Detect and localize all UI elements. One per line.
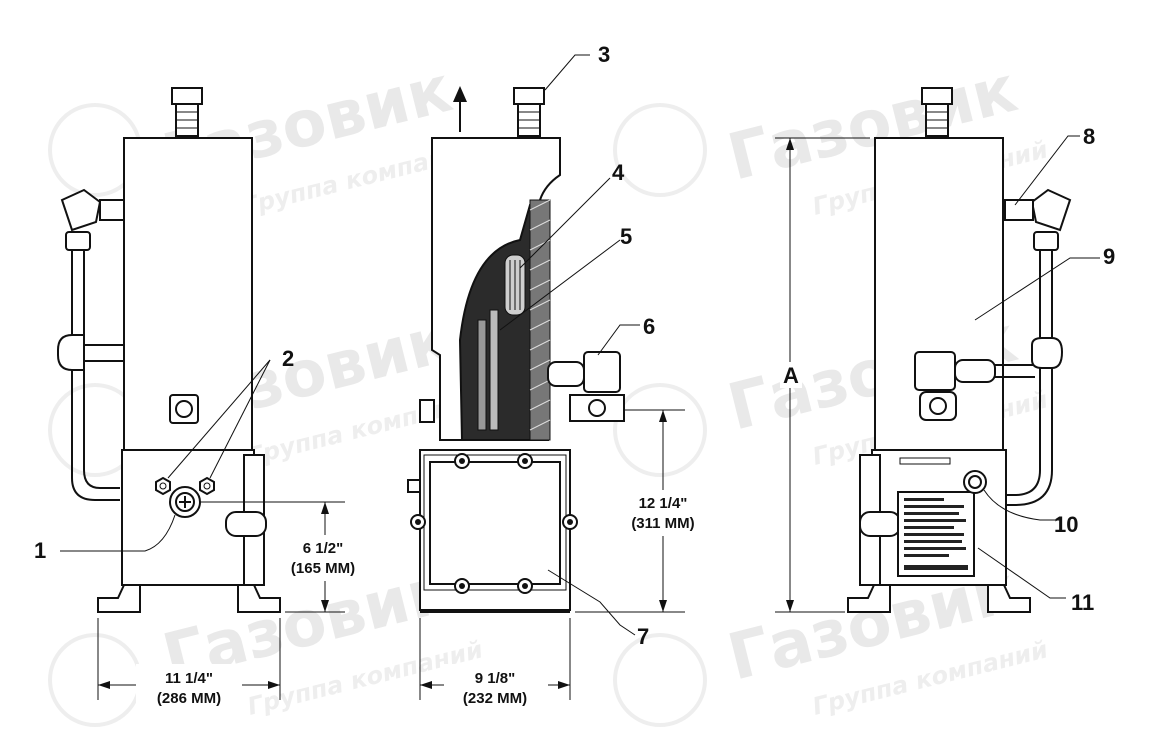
valve-body	[569, 394, 625, 422]
dim-width-mid-mm: (232 MM)	[463, 690, 527, 707]
solenoid-valve-right	[914, 351, 956, 391]
callout-5: 5	[620, 224, 632, 249]
dim-label-bg	[780, 362, 802, 388]
nut-icon	[199, 476, 215, 496]
valve-coupling-right	[954, 359, 996, 383]
side-bolt	[419, 399, 435, 423]
valve-body-right	[919, 391, 957, 421]
middle-cutaway-view	[407, 86, 625, 613]
left-side-view	[57, 87, 281, 613]
callout-10: 10	[1054, 512, 1078, 537]
dim-overall-height: A	[783, 363, 799, 388]
tube-element	[489, 309, 499, 431]
top-fitting-left	[171, 87, 203, 105]
dim-label-bg	[136, 664, 242, 712]
nut-icon	[155, 476, 171, 496]
flame-arrester-element	[529, 199, 551, 441]
pipe-coupling-icon	[65, 231, 91, 251]
side-nut	[407, 479, 421, 493]
dim-height-outlet: 12 1/4"	[639, 495, 688, 512]
top-fitting-right	[921, 87, 953, 105]
pipe-bulb-icon	[57, 334, 85, 371]
strainer-nut-right	[1004, 199, 1034, 221]
pipe-right	[1005, 250, 1041, 496]
flow-arrow-icon	[453, 86, 467, 102]
leader-lines	[60, 54, 1100, 636]
gauge-port-icon	[963, 470, 987, 494]
dim-height-inlet: 6 1/2"	[303, 540, 343, 557]
callout-7: 7	[637, 624, 649, 649]
access-cover-plate	[429, 461, 561, 585]
callout-1: 1	[34, 538, 46, 563]
callout-2: 2	[282, 346, 294, 371]
callout-8: 8	[1083, 124, 1095, 149]
dim-width-mid: 9 1/8"	[475, 670, 515, 687]
callout-labels: 1 2 3 4 5 6 7 8 9 10 11	[34, 42, 1115, 649]
valve-coupling	[547, 361, 585, 387]
pipe-coupling-right-icon	[1033, 231, 1059, 251]
dim-label-bg	[278, 535, 374, 581]
dim-width-left: 11 1/4"	[165, 670, 213, 687]
label-strip	[899, 457, 951, 465]
solenoid-valve-icon	[583, 351, 621, 393]
callout-4: 4	[612, 160, 625, 185]
y-strainer-right-icon	[1030, 188, 1072, 232]
dim-height-inlet-mm: (165 MM)	[291, 560, 355, 577]
callout-9: 9	[1103, 244, 1115, 269]
top-fitting-mid	[513, 87, 545, 105]
dim-height-outlet-mm: (311 MM)	[631, 515, 694, 532]
foot-right-r	[987, 584, 1031, 613]
strainer-nut	[99, 199, 125, 221]
drain-plug-icon	[169, 394, 199, 424]
dim-label-bg	[612, 490, 714, 536]
pipe-bulb-right-icon	[1031, 337, 1064, 369]
dimension-labels: 11 1/4" (286 MM) 6 1/2" (165 MM) 9 1/8" …	[136, 362, 802, 712]
bracket-clamp	[225, 511, 267, 537]
y-strainer-icon	[60, 188, 102, 232]
foot-right	[237, 584, 281, 613]
callout-6: 6	[643, 314, 655, 339]
dim-width-left-mm: (286 MM)	[157, 690, 221, 707]
dim-label-bg	[444, 664, 548, 712]
nameplate-text-lines	[904, 498, 968, 570]
callout-11: 11	[1071, 590, 1094, 615]
pipe-left	[71, 248, 120, 501]
bracket-clamp-r	[859, 511, 901, 537]
pipe-connector	[83, 344, 125, 362]
cover-bolt-icon	[410, 453, 578, 594]
foot-left	[97, 584, 141, 613]
right-side-view	[847, 87, 1072, 613]
callout-3: 3	[598, 42, 610, 67]
